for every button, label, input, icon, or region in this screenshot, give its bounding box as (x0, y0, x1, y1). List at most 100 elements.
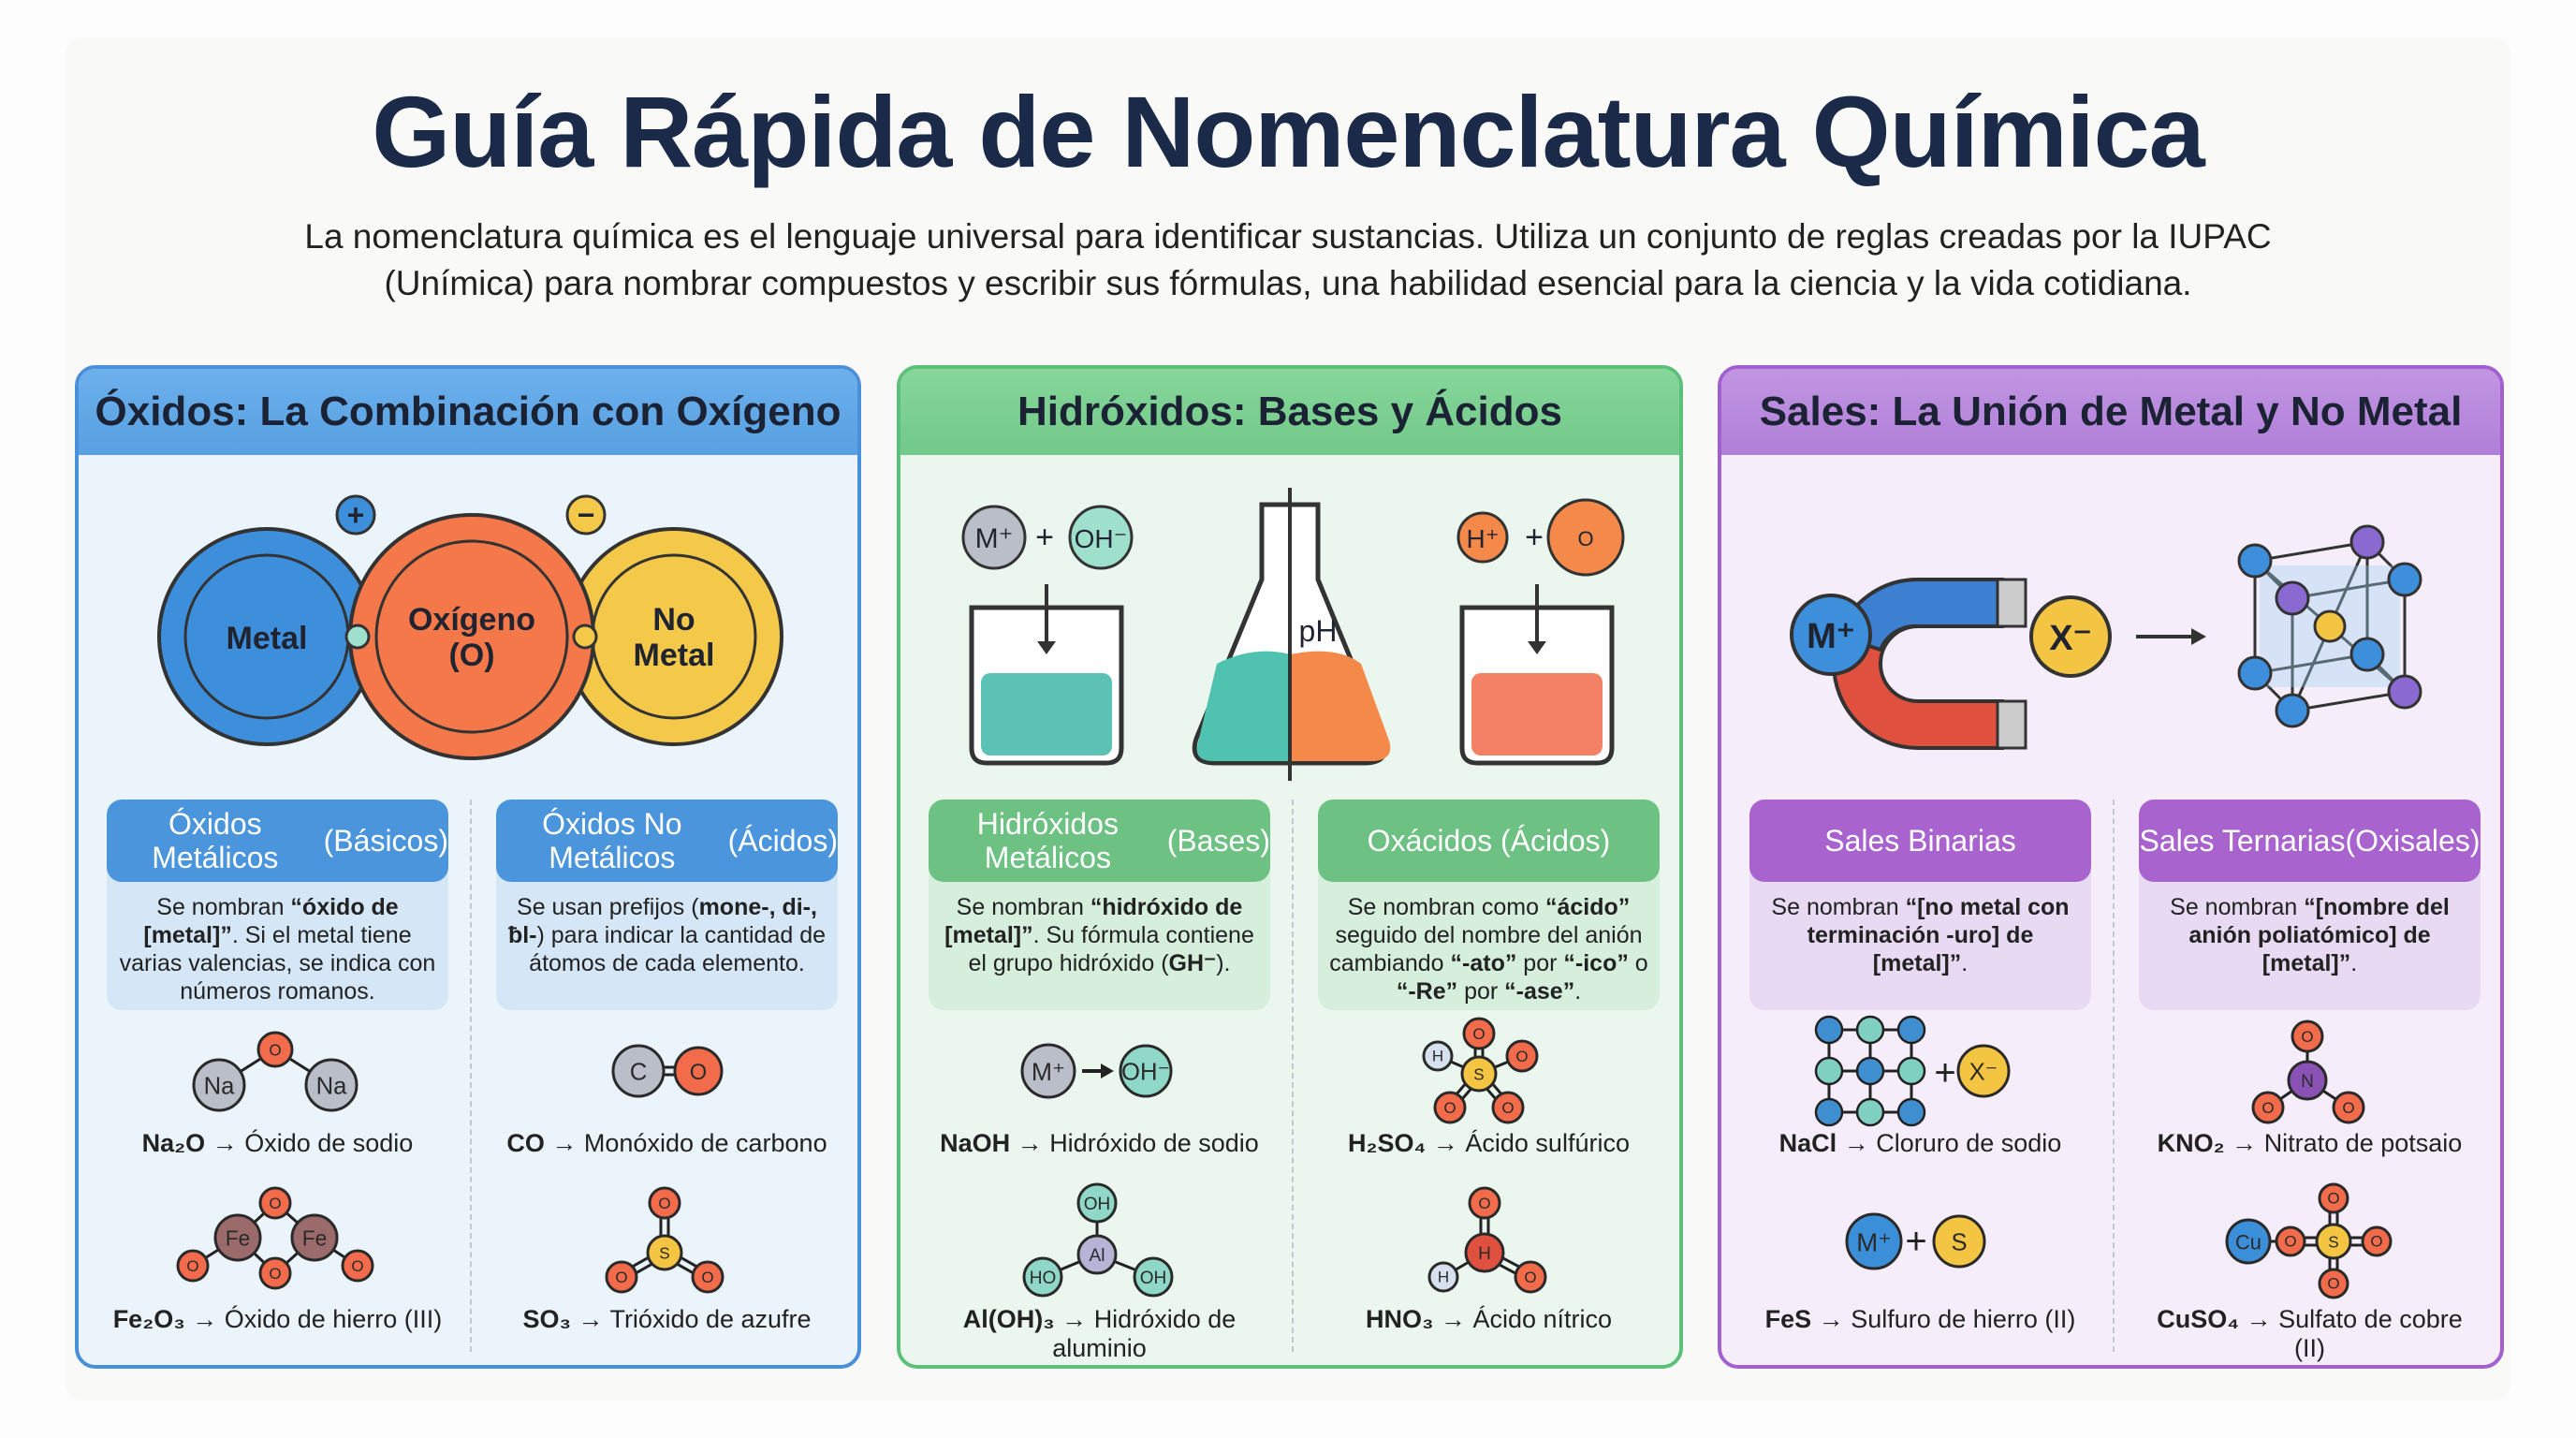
description-segment: seguido del nombre del anión cambiando (1329, 922, 1643, 976)
subcard-title-line: Oxácidos (Ácidos) (1367, 824, 1611, 858)
subcard: Hidróxidos Metálicos(Bases)Se nombran “h… (929, 800, 1270, 1010)
atom: S (1460, 1055, 1498, 1093)
description-segment: o (1628, 950, 1648, 976)
description-segment: Se nombran (2170, 894, 2305, 920)
example-molecule: M⁺OH⁻ (929, 1010, 1270, 1160)
svg-text:O: O (1501, 1099, 1514, 1117)
description-segment: por (1516, 950, 1564, 976)
subcard-title: Óxidos No Metálicos(Ácidos) (496, 800, 838, 882)
example-label: FeS → Sulfuro de hierro (II) (1749, 1305, 2091, 1334)
atom: S (646, 1234, 683, 1271)
example-molecule: +X⁻ (1749, 1010, 2091, 1160)
formula: H₂SO₄ (1348, 1129, 1427, 1157)
svg-text:M⁺: M⁺ (1032, 1058, 1065, 1086)
svg-text:OH: OH (1140, 1269, 1167, 1288)
illustration-label: Metal (634, 638, 715, 673)
description-segment: ) para indicar la cantidad de átomos de … (529, 922, 827, 976)
subcard-description: Se nombran “[no metal con terminación -u… (1749, 882, 2091, 989)
atom: X⁻ (1956, 1044, 2011, 1098)
svg-text:X⁻: X⁻ (1969, 1060, 1998, 1086)
svg-text:H: H (1438, 1268, 1449, 1285)
atom: O (176, 1249, 210, 1283)
subcard-description: Se nombran “hidróxido de [metal]”. Su fó… (929, 882, 1270, 989)
svg-text:Fe: Fe (302, 1226, 328, 1251)
arrow-icon: → (2224, 1129, 2264, 1157)
formula: KNO₂ (2157, 1129, 2225, 1157)
atom: M⁺ (1845, 1212, 1903, 1270)
compound-name: Trióxido de azufre (609, 1305, 812, 1333)
panel-title: Hidróxidos: Bases y Ácidos (900, 369, 1679, 455)
arrow-icon: → (1426, 1129, 1466, 1157)
arrow-icon: → (544, 1129, 584, 1157)
hidroxidos-illustration: M⁺+OH⁻pHH⁺+O (961, 488, 1625, 781)
illustration-label: M⁺ (975, 523, 1014, 554)
lattice-ion (1896, 1056, 1926, 1086)
example-label: CuSO₄ → Sulfato de cobre (II) (2139, 1305, 2481, 1363)
atom: O (2318, 1268, 2349, 1299)
atom: OH (1133, 1256, 1174, 1298)
description-segment: mone-, di-, ƀl- (507, 894, 817, 948)
illustration-label: OH⁻ (1075, 524, 1128, 553)
naoh-molecule-icon: M⁺OH⁻ (1020, 1043, 1173, 1099)
illustration-label: Metal (227, 621, 308, 656)
svg-text:OH: OH (1084, 1195, 1111, 1214)
svg-text:O: O (2327, 1274, 2339, 1292)
arrow-icon: → (205, 1129, 245, 1157)
atom: O (605, 1260, 638, 1294)
subcard-title-line: Sales Ternarias (2139, 824, 2346, 858)
subcard-description: Se nombran “[nombre del anión poliatómic… (2139, 882, 2481, 989)
intro-line-1: La nomenclatura química es el lenguaje u… (304, 217, 2272, 256)
description-segment: “hidróxido de [metal]” (944, 894, 1243, 948)
atom: O (691, 1260, 724, 1294)
subcard-description: Se usan prefijos (mone-, di-, ƀl-) para … (496, 882, 838, 989)
illustration-label: + (347, 498, 365, 532)
lattice-ion (1896, 1097, 1926, 1127)
panel-title: Óxidos: La Combinación con Oxígeno (79, 369, 857, 455)
svg-text:O: O (1524, 1269, 1536, 1286)
svg-text:H: H (1478, 1244, 1491, 1264)
atom: Fe (290, 1213, 339, 1262)
atom: O (2318, 1182, 2349, 1214)
atom: O (1462, 1017, 1496, 1050)
svg-text:O: O (2284, 1232, 2296, 1250)
description-segment: Se nombran (156, 894, 291, 920)
svg-text:N: N (2301, 1072, 2314, 1092)
svg-text:H: H (1432, 1047, 1443, 1064)
svg-text:O: O (186, 1257, 198, 1275)
compound-name: Hidróxido de sodio (1049, 1129, 1259, 1157)
example-label: Na₂O → Óxido de sodio (107, 1129, 448, 1158)
example-label: CO → Monóxido de carbono (496, 1129, 838, 1158)
subcard-title-line: Óxidos No Metálicos (542, 807, 682, 874)
atom: O (258, 1256, 292, 1290)
lattice-ion (1855, 1015, 1885, 1045)
description-segment: . (2350, 950, 2358, 976)
arrow-icon: → (1837, 1129, 1877, 1157)
subcard-title-line: Hidróxidos Metálicos (976, 807, 1119, 874)
lattice-ion (1814, 1056, 1844, 1086)
svg-text:O: O (1472, 1025, 1485, 1043)
svg-text:O: O (2327, 1189, 2339, 1207)
description-segment: “-Re” (1396, 978, 1458, 1005)
formula: Al(OH)₃ (962, 1305, 1055, 1333)
description-segment: Se nombran (1771, 894, 1906, 920)
description-segment: “[nombre del anión poliatómico] de [meta… (2188, 894, 2450, 976)
divider (2113, 800, 2115, 1352)
arrow-icon: → (1010, 1129, 1050, 1157)
example-label: NaCl → Cloruro de sodio (1749, 1129, 2091, 1158)
subcard-title-line: Óxidos Metálicos (152, 807, 279, 874)
svg-text:O: O (615, 1269, 627, 1286)
description-segment: . Si el metal tiene varias valencias, se… (119, 922, 436, 1005)
svg-text:Na: Na (316, 1074, 348, 1100)
example-label: H₂SO₄ → Ácido sulfúrico (1318, 1129, 1660, 1158)
compound-name: Ácido nítrico (1472, 1305, 1613, 1333)
fes-molecule-icon: +M⁺S (1845, 1212, 1986, 1270)
subcard: Óxidos No Metálicos(Ácidos)Se usan prefi… (496, 800, 838, 1010)
